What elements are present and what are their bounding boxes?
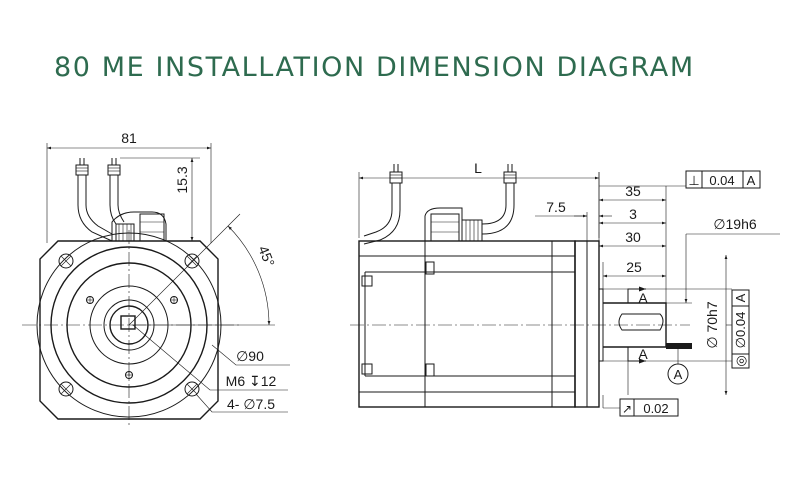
front-view: 81 15.3 45° ∅90 M6 ↧12 4- ∅7.5 <box>22 130 290 428</box>
leader-pilot <box>211 344 290 366</box>
mounting-hole-br <box>184 381 200 397</box>
leader-screw <box>132 324 288 391</box>
section-a-bottom: A <box>638 346 648 362</box>
side-shaft <box>603 302 667 348</box>
screw-label: M6 ↧12 <box>226 373 277 389</box>
side-cable-tip-right <box>503 164 517 184</box>
svg-text:⊥: ⊥ <box>688 173 699 188</box>
dim-3-label: 3 <box>629 206 637 222</box>
screw-hole-right <box>170 296 178 304</box>
dim-30-label: 30 <box>625 229 641 245</box>
leader-holes <box>195 393 288 413</box>
section-a-top-marker <box>627 286 646 303</box>
section-a-top: A <box>638 290 648 306</box>
mounting-hole-tl <box>58 253 74 269</box>
screw-hole-top <box>86 296 94 304</box>
side-cable-left <box>363 183 393 237</box>
front-cable-tip-right <box>107 158 121 176</box>
svg-text:↗: ↗ <box>622 402 632 416</box>
dim-7-5-label: 7.5 <box>546 199 566 215</box>
dim-length-label: L <box>474 160 482 176</box>
svg-text:∅0.04: ∅0.04 <box>733 312 748 349</box>
svg-text:0.02: 0.02 <box>643 401 668 416</box>
keyway <box>120 315 136 330</box>
svg-text:0.04: 0.04 <box>709 173 734 188</box>
front-cable-right <box>109 175 117 225</box>
side-shaft-key <box>618 313 664 331</box>
front-cable-tip-left <box>75 158 89 176</box>
mounting-hole-tr <box>184 253 200 269</box>
front-connector-housing <box>111 211 167 241</box>
front-flange <box>39 240 219 420</box>
front-connector-nut <box>115 223 135 242</box>
page-title: 80 ME INSTALLATION DIMENSION DIAGRAM <box>54 52 695 83</box>
side-cable-right <box>481 183 507 225</box>
dim-35-label: 35 <box>625 183 641 199</box>
pilot-label: ∅90 <box>236 348 264 364</box>
svg-text:◎: ◎ <box>733 355 748 366</box>
svg-text:A: A <box>733 293 748 302</box>
datum-a-circle <box>667 363 689 385</box>
gdt-concentricity: ◎ ∅0.04 A <box>731 289 750 369</box>
side-cable-tip-left <box>389 164 403 184</box>
shaft-label: ∅19h6 <box>713 216 757 232</box>
mounting-hole-bl <box>58 381 74 397</box>
front-cable-left <box>77 175 113 242</box>
dim-height-label: 15.3 <box>174 166 190 193</box>
svg-text:A: A <box>747 173 756 188</box>
gdt-perpendicularity: ⊥ 0.04 A <box>685 170 761 189</box>
side-view: L 35 7.5 3 30 25 ∅19h6 ∅ 70h7 <box>350 160 780 417</box>
dim-angle-arc <box>227 225 271 326</box>
dim-width-label: 81 <box>121 130 137 146</box>
dim-25-label: 25 <box>626 259 642 275</box>
dim-angle-label: 45° <box>255 243 278 269</box>
datum-label: A <box>674 367 683 382</box>
gdt-runout: ↗ 0.02 <box>619 398 679 417</box>
holes-label: 4- ∅7.5 <box>227 396 275 412</box>
front-connector-block <box>139 213 165 242</box>
side-connector-housing <box>424 207 463 241</box>
side-body <box>358 240 576 408</box>
spigot-label: ∅ 70h7 <box>704 301 720 348</box>
datum-a-mark <box>666 343 692 349</box>
